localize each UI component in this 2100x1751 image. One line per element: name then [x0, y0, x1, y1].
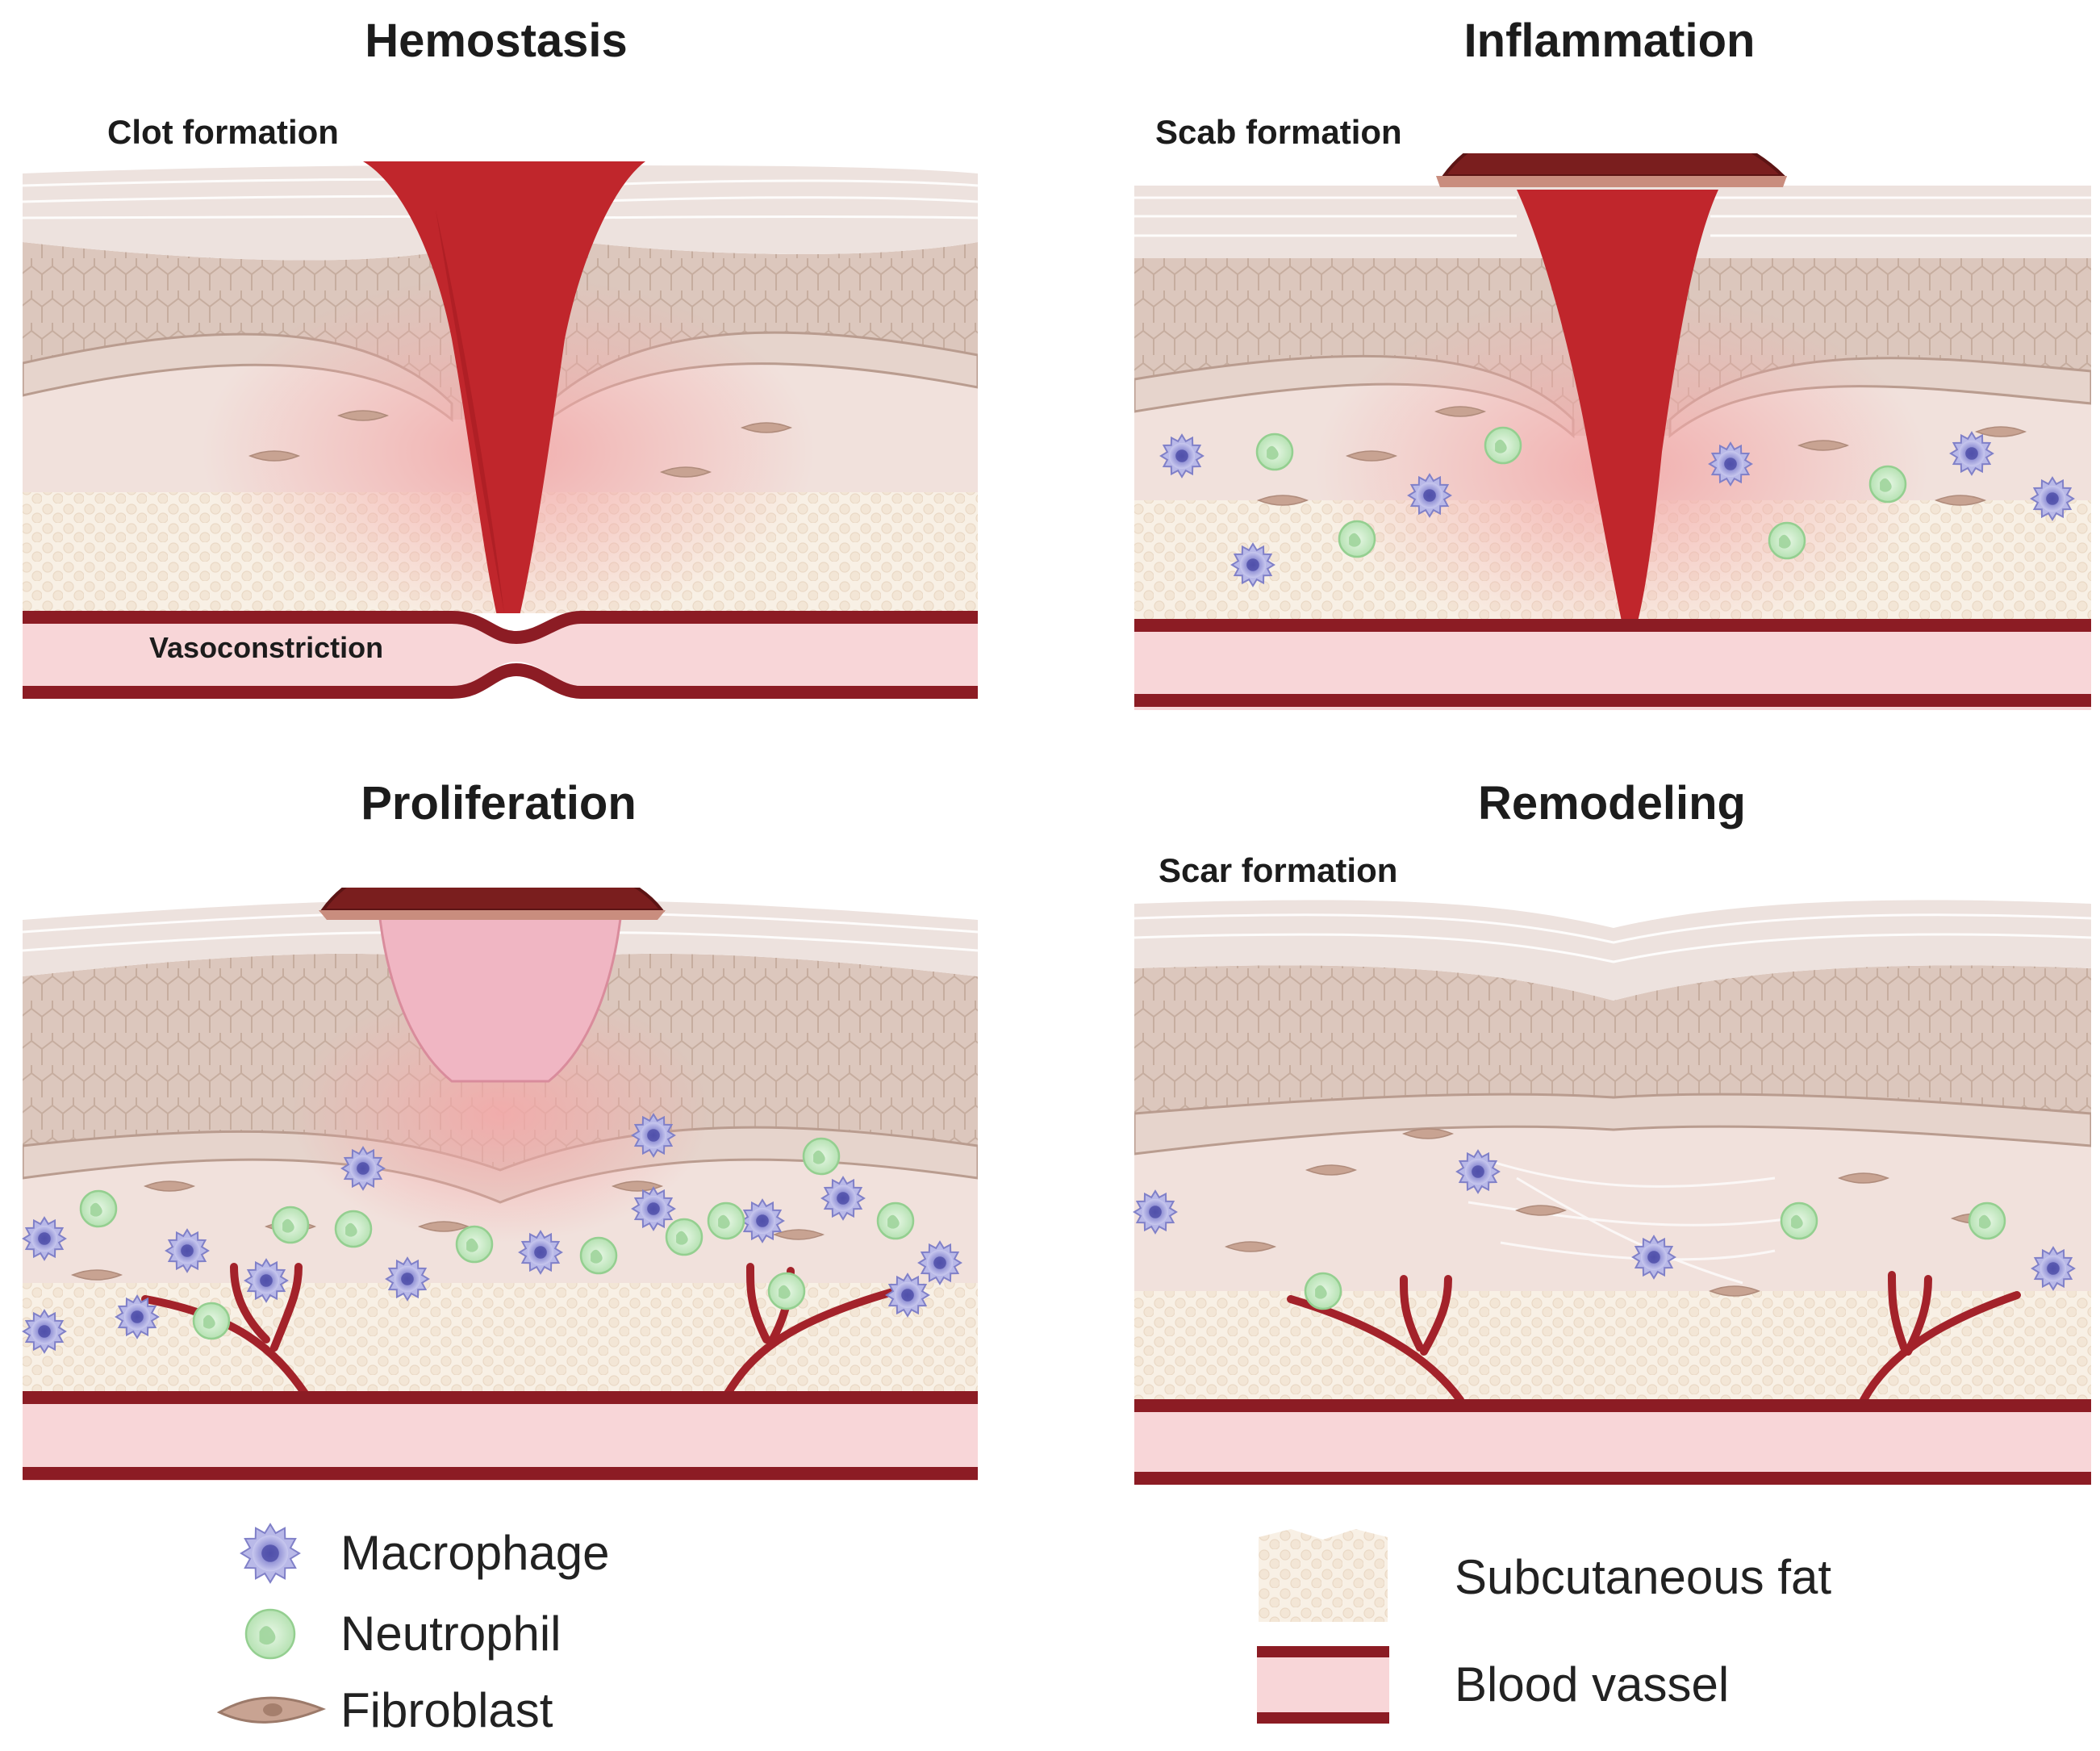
panel-hemostasis: Hemostasis Clot formation [23, 15, 978, 702]
neutrophil-icon [1870, 466, 1906, 502]
neutrophil-icon [1257, 434, 1292, 470]
scab-formation-label: Scab formation [1155, 113, 1402, 151]
neutrophil-icon [769, 1273, 804, 1309]
neutrophil-icon [457, 1227, 492, 1262]
legend-vessel-label: Blood vassel [1455, 1657, 1729, 1711]
neutrophil-icon [1969, 1203, 2005, 1239]
neutrophil-icon [1485, 428, 1521, 463]
blood-vessel-icon [1257, 1646, 1389, 1724]
legend-macrophage: Macrophage [241, 1524, 610, 1582]
neutrophil-icon [708, 1203, 744, 1239]
neutrophil-icon [804, 1139, 839, 1174]
vasoconstriction-label: Vasoconstriction [149, 631, 383, 664]
legend-fibroblast: Fibroblast [219, 1683, 553, 1737]
panel-inflammation: Inflammation Scab formation [1134, 15, 2091, 710]
legend-neutrophil: Neutrophil [246, 1607, 562, 1661]
legend-neutrophil-label: Neutrophil [340, 1607, 562, 1661]
subcutaneous-fat-icon [1259, 1529, 1388, 1622]
macrophage-icon [241, 1524, 299, 1582]
legend-fat: Subcutaneous fat [1259, 1529, 1831, 1622]
neutrophil-icon [246, 1610, 294, 1658]
neutrophil-icon [666, 1219, 702, 1255]
legend-fibroblast-label: Fibroblast [340, 1683, 553, 1737]
neutrophil-icon [1769, 523, 1805, 558]
neutrophil-icon [194, 1303, 229, 1339]
clot-formation-label: Clot formation [107, 113, 339, 151]
neutrophil-icon [336, 1211, 371, 1247]
panel-proliferation: Proliferation [23, 777, 978, 1481]
scar-formation-label: Scar formation [1159, 851, 1397, 889]
neutrophil-icon [273, 1207, 308, 1243]
neutrophil-icon [246, 1610, 294, 1658]
neutrophil-icon [81, 1191, 116, 1227]
panel-title-proliferation: Proliferation [361, 777, 637, 830]
neutrophil-icon [1781, 1203, 1817, 1239]
panel-title-hemostasis: Hemostasis [365, 15, 628, 67]
legend-vessel: Blood vassel [1257, 1646, 1729, 1724]
legend-fat-label: Subcutaneous fat [1455, 1550, 1831, 1604]
panel-remodeling: Remodeling Scar formation [1134, 777, 2091, 1485]
neutrophil-icon [581, 1238, 616, 1273]
neutrophil-icon [878, 1203, 913, 1239]
macrophage-icon [241, 1524, 299, 1582]
legend-macrophage-label: Macrophage [340, 1526, 610, 1580]
neutrophil-icon [1339, 521, 1375, 557]
panel-title-inflammation: Inflammation [1464, 15, 1756, 67]
legend: Macrophage Neutrophil Fibroblast Subcuta… [219, 1524, 1831, 1737]
panel-title-remodeling: Remodeling [1478, 777, 1746, 830]
neutrophil-icon [1305, 1273, 1341, 1309]
